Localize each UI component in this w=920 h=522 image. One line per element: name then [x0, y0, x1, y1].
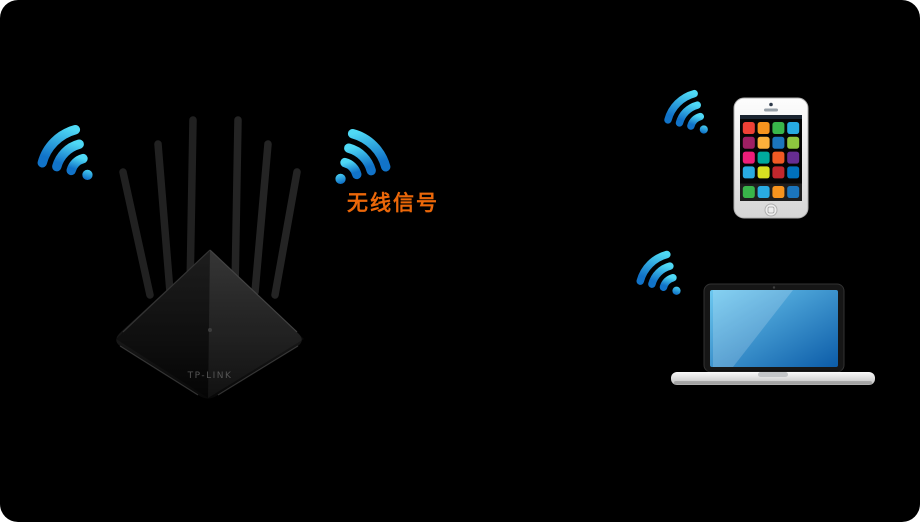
phone-dock-icons [742, 186, 800, 198]
phone-app-tile [757, 186, 770, 198]
laptop-hinge-shadow [704, 370, 844, 373]
phone-app-tile [787, 151, 800, 164]
phone-app-tile [787, 166, 800, 179]
laptop-camera-icon [772, 286, 776, 289]
laptop-display [710, 290, 838, 367]
phone-app-tile [757, 166, 770, 179]
laptop-illustration [671, 283, 875, 385]
phone-app-tile [787, 122, 800, 134]
phone-speaker [764, 108, 778, 112]
laptop-base [671, 370, 875, 385]
router-body: TP-LINK [116, 249, 304, 399]
phone-app-tile [772, 151, 785, 164]
phone-app-tile [772, 166, 785, 179]
phone-app-tile [742, 136, 755, 149]
wifi-signal-icon-router-left [36, 106, 94, 182]
phone-app-tile [772, 186, 785, 198]
laptop-screen [703, 283, 845, 373]
phone-app-tile [772, 136, 785, 149]
wifi-signal-icon-phone [663, 73, 709, 137]
phone-app-tile [742, 166, 755, 179]
router-antennas [119, 116, 301, 299]
phone-dock [740, 183, 802, 201]
phone-app-tile [757, 151, 770, 164]
phone-app-tile [757, 122, 770, 134]
wireless-router-illustration: TP-LINK [116, 116, 304, 399]
router-brand-logo: TP-LINK [187, 371, 233, 381]
phone-status-bar [740, 115, 802, 119]
wireless-signal-label: 无线信号 [347, 191, 439, 215]
smartphone-illustration [733, 97, 809, 219]
phone-camera-icon [769, 102, 773, 107]
phone-app-tile [787, 186, 800, 198]
phone-app-tile [772, 122, 785, 134]
phone-home-button-square [767, 206, 775, 214]
phone-app-tile [742, 122, 755, 134]
phone-app-tile [757, 136, 770, 149]
phone-app-tile [742, 186, 755, 198]
router-led [208, 328, 212, 332]
phone-app-grid [742, 122, 800, 179]
wifi-signal-icon-router-right [334, 110, 392, 186]
phone-home-button [764, 203, 778, 217]
laptop-thumb-notch [758, 372, 788, 377]
laptop-display-sheen [713, 290, 793, 367]
phone-app-tile [787, 136, 800, 149]
laptop-base-shade [674, 381, 872, 385]
phone-app-tile [742, 151, 755, 164]
laptop-base-bar [671, 372, 875, 385]
